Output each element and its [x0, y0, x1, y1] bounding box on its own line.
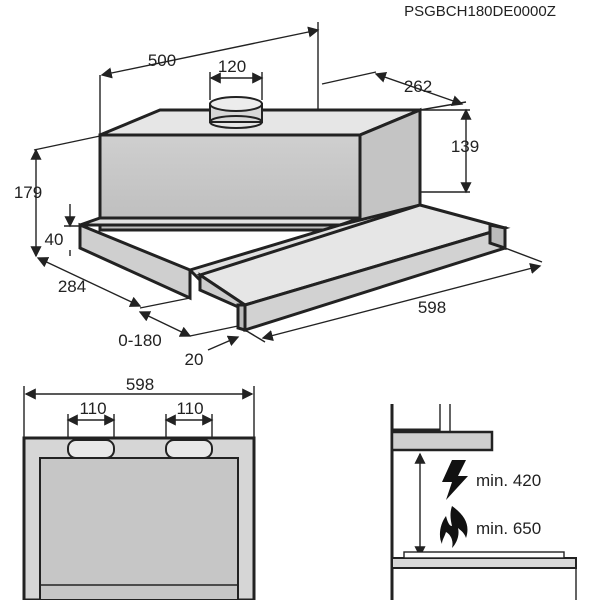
dim-262-label: 262	[404, 77, 432, 96]
front-recess	[39, 457, 239, 600]
duct-collar	[209, 96, 263, 129]
slot-left-110-label: 110	[79, 399, 106, 418]
gas-min-label: min. 650	[476, 519, 541, 538]
dim-40-label: 40	[45, 230, 64, 249]
slot-right	[165, 439, 213, 459]
isometric-view: 500 120 262 139 179 40 284 0-180	[14, 22, 543, 369]
dim-20-line	[207, 335, 240, 351]
slot-left	[67, 439, 115, 459]
base-left-face	[78, 222, 192, 301]
hood-front-face	[98, 133, 362, 232]
dim-284-label: 284	[58, 277, 86, 296]
lightning-icon	[442, 460, 468, 500]
hob-surface	[391, 557, 577, 569]
front-dim-598-label: 598	[126, 375, 154, 394]
dim-284-line	[36, 257, 142, 307]
dim-0-180-label: 0-180	[118, 331, 161, 350]
dim-179-label: 179	[14, 183, 42, 202]
dim-120-label: 120	[218, 57, 246, 76]
dim-500-line	[100, 26, 320, 79]
hob-top	[403, 551, 565, 559]
flame-icon	[439, 506, 468, 548]
slot-right-110-label: 110	[176, 399, 203, 418]
dim-139-label: 139	[451, 137, 479, 156]
dim-262-line	[374, 71, 464, 107]
dim-598-line	[261, 263, 542, 341]
dim-20-label: 20	[185, 350, 204, 369]
side-view: min. 420 min. 650	[390, 404, 577, 600]
front-view: 598 110 110	[22, 375, 256, 600]
model-code: PSGBCH180DE0000Z	[404, 3, 556, 20]
side-hood	[390, 430, 494, 452]
dim-500-label: 500	[148, 51, 176, 70]
base-top	[79, 216, 361, 227]
dim-0-180-line	[138, 311, 192, 337]
dim-598-label: 598	[418, 298, 446, 317]
electric-min-label: min. 420	[476, 471, 541, 490]
